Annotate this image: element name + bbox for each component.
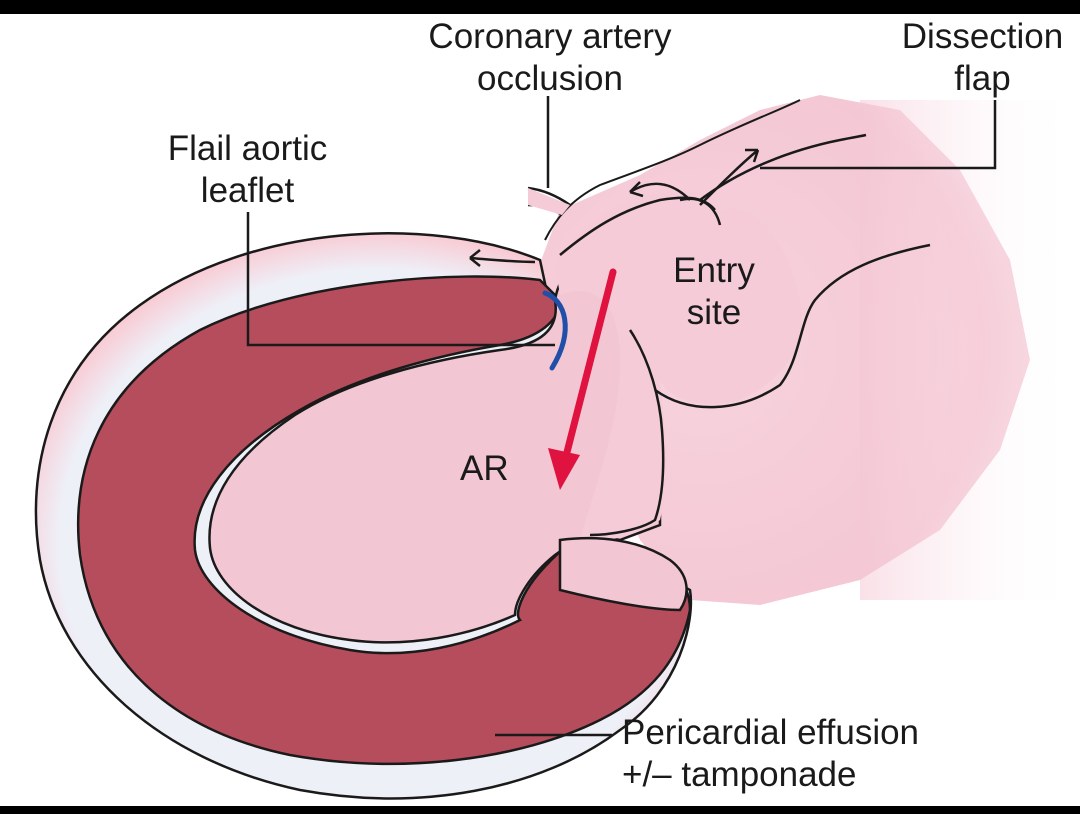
leaflet-arrow [469,256,536,264]
leader-flail [246,212,555,347]
label-effusion-line2: +/– tamponade [622,755,857,794]
label-entry-line2: site [686,293,742,332]
label-coronary-line2: occlusion [477,59,623,98]
label-coronary-line1: Coronary artery [428,17,672,56]
label-effusion-line1: Pericardial effusion [622,713,920,752]
label-entry-line1: Entry [673,251,755,290]
label-dissection-flap: Dissection flap [885,16,1080,100]
root-outline-right [654,243,931,409]
label-coronary-artery-occlusion: Coronary artery occlusion [395,16,705,100]
flail-leaflet [542,290,568,371]
mitral-fold [558,536,688,612]
root-outline-side [589,329,665,537]
label-dissection-line1: Dissection [901,17,1064,56]
label-flail-line2: leaflet [200,171,295,210]
aorta-fade [860,100,1080,600]
flap-arrow-head [745,148,760,163]
regurgitation-arrow-shaft [561,268,617,464]
root-arrow [629,182,691,201]
entry-site-curve [679,197,722,226]
label-entry-site: Entry site [664,250,764,334]
dissection-flap-line [699,133,867,202]
leaflet-arrow-head [469,249,481,267]
label-pericardial-effusion: Pericardial effusion +/– tamponade [622,712,919,796]
coronary-body [528,188,570,215]
label-dissection-line2: flap [954,59,1011,98]
label-flail-line1: Flail aortic [167,129,328,168]
aortic-root [555,192,802,542]
leader-dissection [760,100,997,170]
aorta-top-edge [544,99,801,241]
label-ar: AR [460,449,509,488]
root-arrow-head [629,181,644,198]
top-black-bar [0,0,1080,14]
flap-arrow [699,149,759,206]
label-flail-aortic-leaflet: Flail aortic leaflet [140,128,355,212]
bottom-black-bar [0,806,1080,814]
regurgitation-arrow-head [548,448,580,490]
